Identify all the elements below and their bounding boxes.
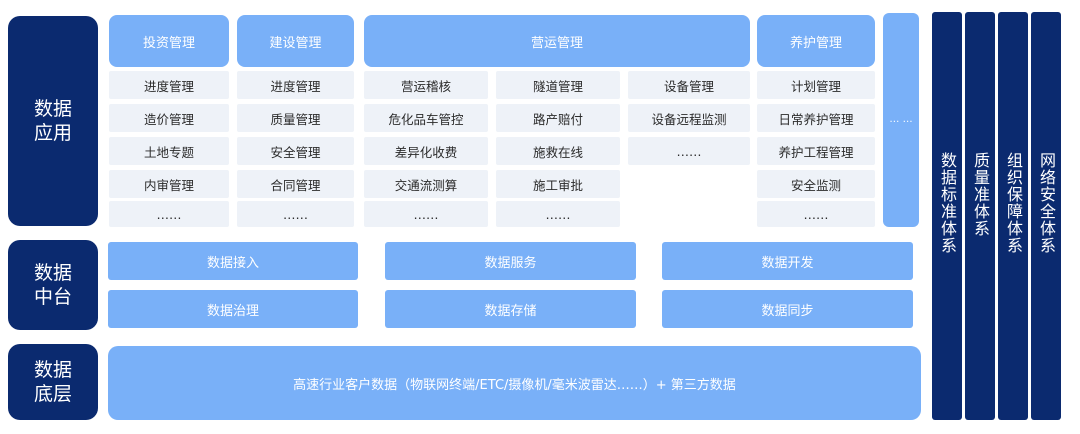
pillar-label: 网络安全体系	[1037, 152, 1056, 254]
cell-maintenance-3: 养护工程管理	[757, 137, 875, 165]
pillar-label: 组织保障体系	[1004, 152, 1023, 254]
cell-construction-3: 安全管理	[237, 137, 354, 165]
cell-operation-a-4: 交通流测算	[364, 170, 488, 198]
cell-maintenance-4: 安全监测	[757, 170, 875, 198]
cell-investment-2: 造价管理	[109, 104, 229, 132]
pillar-label: 质量准体系	[971, 152, 990, 237]
cell-operation-b-2: 路产赔付	[496, 104, 620, 132]
cell-operation-b-1: 隧道管理	[496, 71, 620, 99]
bar-data-service: 数据服务	[385, 242, 636, 280]
cell-maintenance-1: 计划管理	[757, 71, 875, 99]
header-investment: 投资管理	[109, 15, 229, 67]
cell-construction-1: 进度管理	[237, 71, 354, 99]
layer-label-data-application: 数据 应用	[8, 16, 98, 226]
cell-operation-c-more: ……	[628, 137, 750, 165]
bar-data-governance: 数据治理	[108, 290, 358, 328]
header-maintenance: 养护管理	[757, 15, 875, 67]
cell-operation-a-3: 差异化收费	[364, 137, 488, 165]
cell-operation-b-more: ……	[496, 201, 620, 227]
cell-investment-more: ……	[109, 201, 229, 227]
cell-construction-4: 合同管理	[237, 170, 354, 198]
pillar-network-security-system: 网络安全体系	[1031, 12, 1061, 420]
header-construction: 建设管理	[237, 15, 354, 67]
bar-data-development: 数据开发	[662, 242, 913, 280]
cell-operation-a-1: 营运稽核	[364, 71, 488, 99]
layer-label-data-base: 数据 底层	[8, 344, 98, 420]
layer-label-data-middle-platform: 数据 中台	[8, 240, 98, 330]
more-modules-column: … …	[883, 13, 919, 227]
cell-operation-b-3: 施救在线	[496, 137, 620, 165]
cell-construction-more: ……	[237, 201, 354, 227]
pillar-data-standard-system: 数据标准体系	[932, 12, 962, 420]
cell-maintenance-2: 日常养护管理	[757, 104, 875, 132]
cell-investment-3: 土地专题	[109, 137, 229, 165]
cell-investment-4: 内审管理	[109, 170, 229, 198]
pillar-quality-system: 质量准体系	[965, 12, 995, 420]
cell-operation-c-2: 设备远程监测	[628, 104, 750, 132]
cell-operation-c-1: 设备管理	[628, 71, 750, 99]
cell-maintenance-more: ……	[757, 201, 875, 227]
cell-construction-2: 质量管理	[237, 104, 354, 132]
bar-data-sync: 数据同步	[662, 290, 913, 328]
base-data-bar: 高速行业客户数据（物联网终端/ETC/摄像机/毫米波雷达……）+ 第三方数据	[108, 346, 921, 420]
header-operation: 营运管理	[364, 15, 750, 67]
pillar-organization-guarantee-system: 组织保障体系	[998, 12, 1028, 420]
cell-operation-a-2: 危化品车管控	[364, 104, 488, 132]
cell-operation-a-more: ……	[364, 201, 488, 227]
cell-operation-b-4: 施工审批	[496, 170, 620, 198]
cell-investment-1: 进度管理	[109, 71, 229, 99]
bar-data-storage: 数据存储	[385, 290, 636, 328]
bar-data-ingestion: 数据接入	[108, 242, 358, 280]
pillar-label: 数据标准体系	[938, 152, 957, 254]
